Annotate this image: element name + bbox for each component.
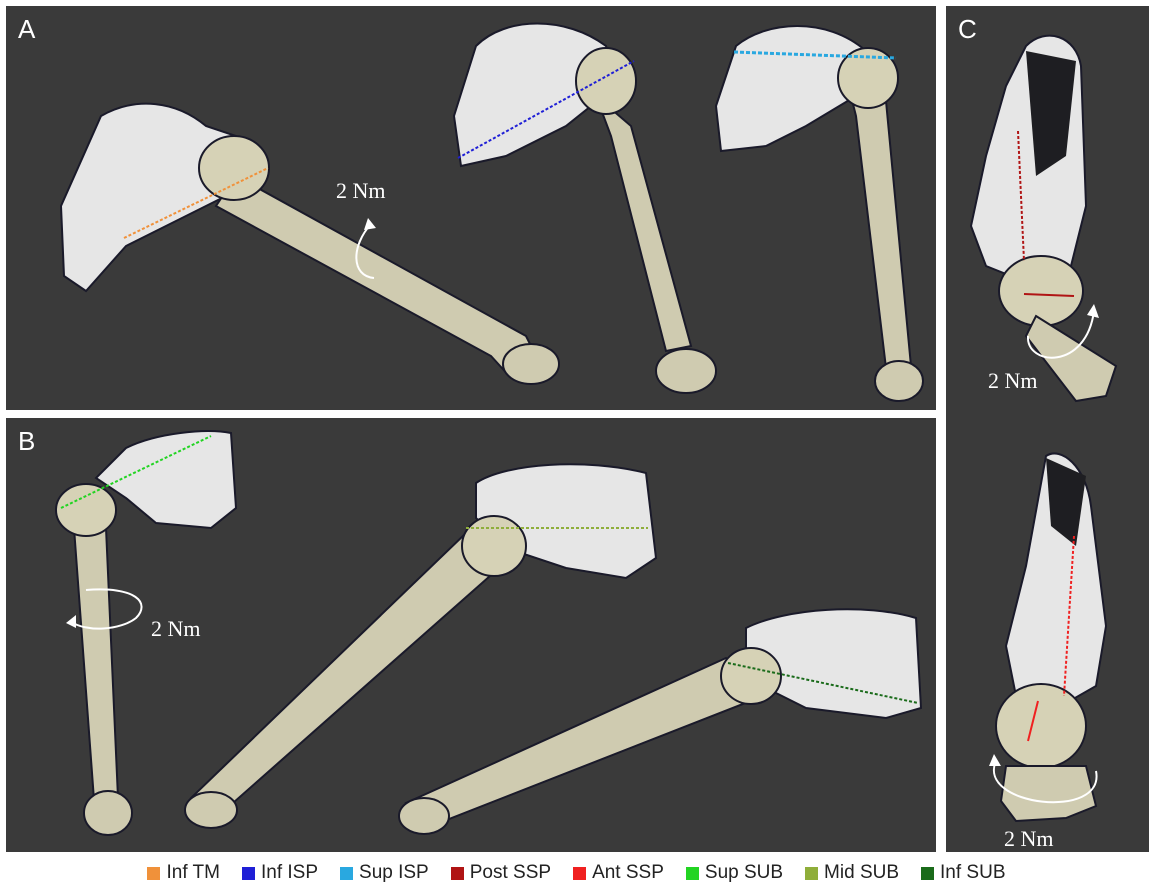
humerus-shaft <box>851 96 911 368</box>
legend-swatch <box>451 867 464 880</box>
humeral-head <box>996 684 1086 768</box>
humeral-head <box>999 256 1083 326</box>
legend-swatch <box>242 867 255 880</box>
legend-swatch <box>805 867 818 880</box>
shoulder-model-c1 <box>971 36 1116 401</box>
panel-a-illustration: 2 Nm <box>6 6 936 410</box>
legend-label: Post SSP <box>470 862 551 884</box>
legend-item: Inf SUB <box>921 862 1005 884</box>
panel-c-illustration: 2 Nm 2 Nm <box>946 6 1149 852</box>
legend-item: Sup SUB <box>686 862 783 884</box>
torque-label-a: 2 Nm <box>336 178 386 203</box>
humeral-head <box>576 48 636 114</box>
legend-swatch <box>147 867 160 880</box>
panel-c: C 2 Nm 2 Nm <box>946 6 1149 852</box>
legend-label: Inf SUB <box>940 862 1005 884</box>
legend-item: Inf ISP <box>242 862 318 884</box>
humerus-shaft <box>1026 316 1116 401</box>
humeral-condyle <box>84 791 132 835</box>
humeral-condyle <box>399 798 449 834</box>
humerus-shaft <box>216 176 541 378</box>
humerus-shaft <box>406 658 771 828</box>
legend-item: Mid SUB <box>805 862 899 884</box>
muscle-legend: Inf TM Inf ISP Sup ISP Post SSP Ant SSP Sup S… <box>0 860 1153 886</box>
legend-label: Mid SUB <box>824 862 899 884</box>
humeral-condyle <box>875 361 923 401</box>
legend-item: Sup ISP <box>340 862 429 884</box>
humeral-head <box>721 648 781 704</box>
legend-swatch <box>921 867 934 880</box>
humerus-shaft <box>1001 766 1096 821</box>
shoulder-model-a3 <box>716 26 923 401</box>
torque-label-b: 2 Nm <box>151 616 201 641</box>
legend-item: Inf TM <box>147 862 220 884</box>
legend-swatch <box>573 867 586 880</box>
scapula <box>96 431 236 528</box>
torque-label-c-bottom: 2 Nm <box>1004 826 1054 851</box>
humeral-condyle <box>503 344 559 384</box>
panel-a: A 2 Nm <box>6 6 936 410</box>
humeral-condyle <box>185 792 237 828</box>
shoulder-model-b1 <box>56 431 236 835</box>
legend-label: Inf TM <box>166 862 220 884</box>
legend-label: Inf ISP <box>261 862 318 884</box>
humerus-shaft <box>596 96 691 351</box>
panel-b-illustration: 2 Nm <box>6 418 936 852</box>
shoulder-model-b3 <box>399 609 921 834</box>
humerus-shaft <box>74 528 118 800</box>
legend-label: Sup SUB <box>705 862 783 884</box>
shoulder-model-b2 <box>185 464 656 828</box>
humeral-head <box>462 516 526 576</box>
shoulder-model-c2 <box>996 453 1106 821</box>
legend-item: Ant SSP <box>573 862 664 884</box>
legend-swatch <box>686 867 699 880</box>
panel-b: B 2 Nm <box>6 418 936 852</box>
legend-label: Ant SSP <box>592 862 664 884</box>
torque-label-c-top: 2 Nm <box>988 368 1038 393</box>
legend-label: Sup ISP <box>359 862 429 884</box>
humeral-condyle <box>656 349 716 393</box>
humeral-head <box>199 136 269 200</box>
legend-swatch <box>340 867 353 880</box>
legend-item: Post SSP <box>451 862 551 884</box>
humeral-head <box>56 484 116 536</box>
